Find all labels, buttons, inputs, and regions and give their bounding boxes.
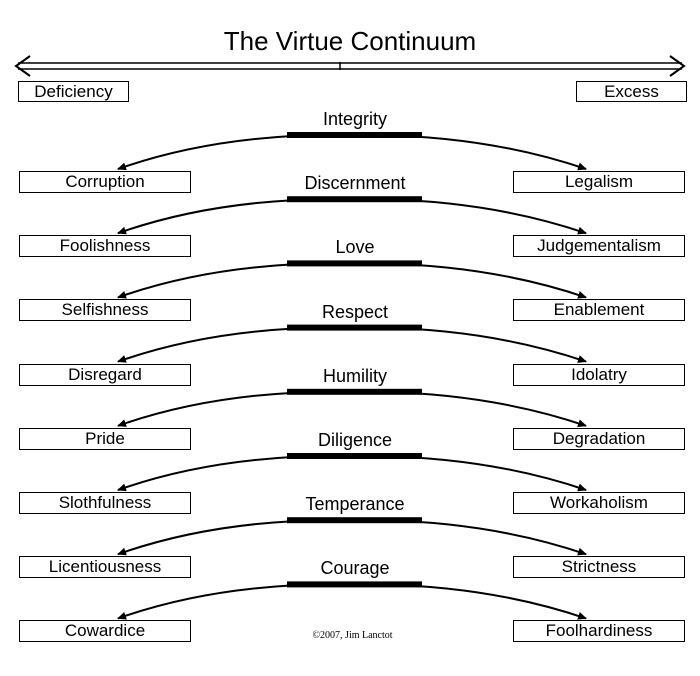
deficiency-header: Deficiency bbox=[18, 81, 129, 102]
arrow-to-excess bbox=[349, 583, 587, 620]
virtue-label: Integrity bbox=[322, 109, 388, 129]
virtue-label: Love bbox=[335, 237, 375, 258]
deficiency-box: Cowardice bbox=[19, 620, 191, 643]
arrow-to-deficiency bbox=[117, 198, 351, 235]
excess-box: Judgementalism bbox=[513, 235, 685, 258]
excess-box: Idolatry bbox=[513, 363, 685, 386]
continuum-right-arrowhead bbox=[669, 55, 686, 77]
virtue-center-bar bbox=[287, 517, 422, 524]
diagram-title: The Virtue Continuum bbox=[223, 26, 477, 56]
virtue-label: Courage bbox=[320, 558, 390, 579]
deficiency-box: Corruption bbox=[19, 171, 191, 193]
deficiency-box: Pride bbox=[19, 427, 191, 450]
excess-box: Workaholism bbox=[513, 492, 685, 514]
arrow-to-excess bbox=[349, 454, 587, 492]
excess-box: Foolhardiness bbox=[513, 620, 685, 643]
virtue-center-bar bbox=[287, 581, 422, 588]
arrow-to-deficiency bbox=[117, 454, 351, 492]
virtue-label: Discernment bbox=[304, 173, 406, 194]
excess-box: Strictness bbox=[513, 556, 685, 579]
virtue-center-bar bbox=[287, 324, 422, 331]
arrow-to-deficiency bbox=[117, 326, 351, 363]
excess-box: Legalism bbox=[513, 171, 685, 193]
virtue-center-bar bbox=[287, 453, 422, 459]
arrow-to-deficiency bbox=[117, 262, 351, 299]
arrow-to-excess bbox=[349, 262, 587, 299]
deficiency-box: Disregard bbox=[19, 363, 191, 386]
virtue-label: Respect bbox=[321, 301, 389, 322]
copyright-credit: ©2007, Jim Lanctot bbox=[312, 630, 393, 641]
excess-box: Degradation bbox=[513, 427, 685, 450]
arrow-to-excess bbox=[349, 519, 587, 556]
deficiency-box: Selfishness bbox=[19, 299, 191, 322]
arrow-to-excess bbox=[349, 390, 587, 428]
virtue-center-bar bbox=[287, 196, 422, 203]
arrow-to-excess bbox=[349, 133, 587, 171]
deficiency-box: Licentiousness bbox=[19, 556, 191, 579]
virtue-label: Diligence bbox=[317, 430, 393, 450]
arrow-to-deficiency bbox=[117, 519, 351, 556]
continuum-left-arrowhead bbox=[14, 55, 31, 77]
virtue-center-bar bbox=[287, 260, 422, 267]
deficiency-box: Slothfulness bbox=[19, 492, 191, 514]
excess-box: Enablement bbox=[513, 299, 685, 322]
virtue-label: Temperance bbox=[305, 494, 405, 515]
virtue-center-bar bbox=[287, 132, 422, 138]
arrow-to-deficiency bbox=[117, 583, 351, 620]
deficiency-box: Foolishness bbox=[19, 235, 191, 258]
arrow-to-excess bbox=[349, 198, 587, 235]
excess-header: Excess bbox=[576, 81, 687, 102]
arrow-to-excess bbox=[349, 326, 587, 363]
virtue-label: Humility bbox=[322, 365, 387, 386]
virtue-center-bar bbox=[287, 388, 422, 395]
arrow-to-deficiency bbox=[117, 390, 351, 427]
arrow-to-deficiency bbox=[117, 133, 351, 171]
